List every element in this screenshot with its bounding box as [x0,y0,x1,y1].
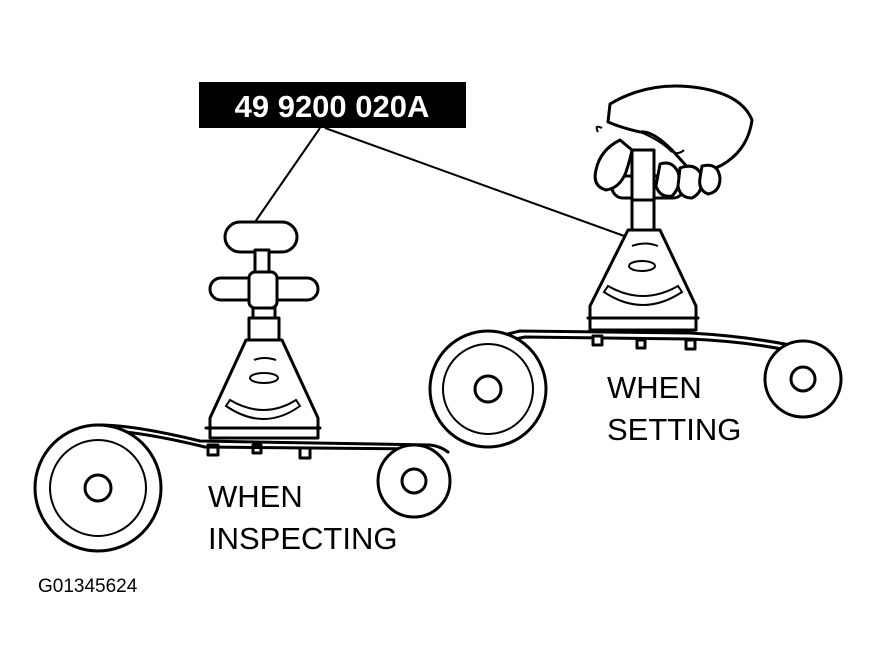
caption-setting-line2: SETTING [607,412,741,447]
caption-inspecting-line1: WHEN [208,479,303,514]
part-number-tag: 49 9200 020A [199,82,466,128]
pulley-icon [376,443,452,519]
caption-setting-line1: WHEN [607,370,702,405]
caption-inspecting-line2: INSPECTING [208,521,397,556]
figure-id: G01345624 [38,576,138,597]
pulley-icon [428,329,548,449]
pulley-icon [33,423,163,553]
leader-lines [254,127,628,238]
hand-icon [593,84,754,202]
part-number-label: 49 9200 020A [235,89,430,124]
belt-tension-gauge-icon [586,196,700,351]
pulley-icon [763,339,843,419]
belt-tension-gauge-icon [204,220,322,460]
